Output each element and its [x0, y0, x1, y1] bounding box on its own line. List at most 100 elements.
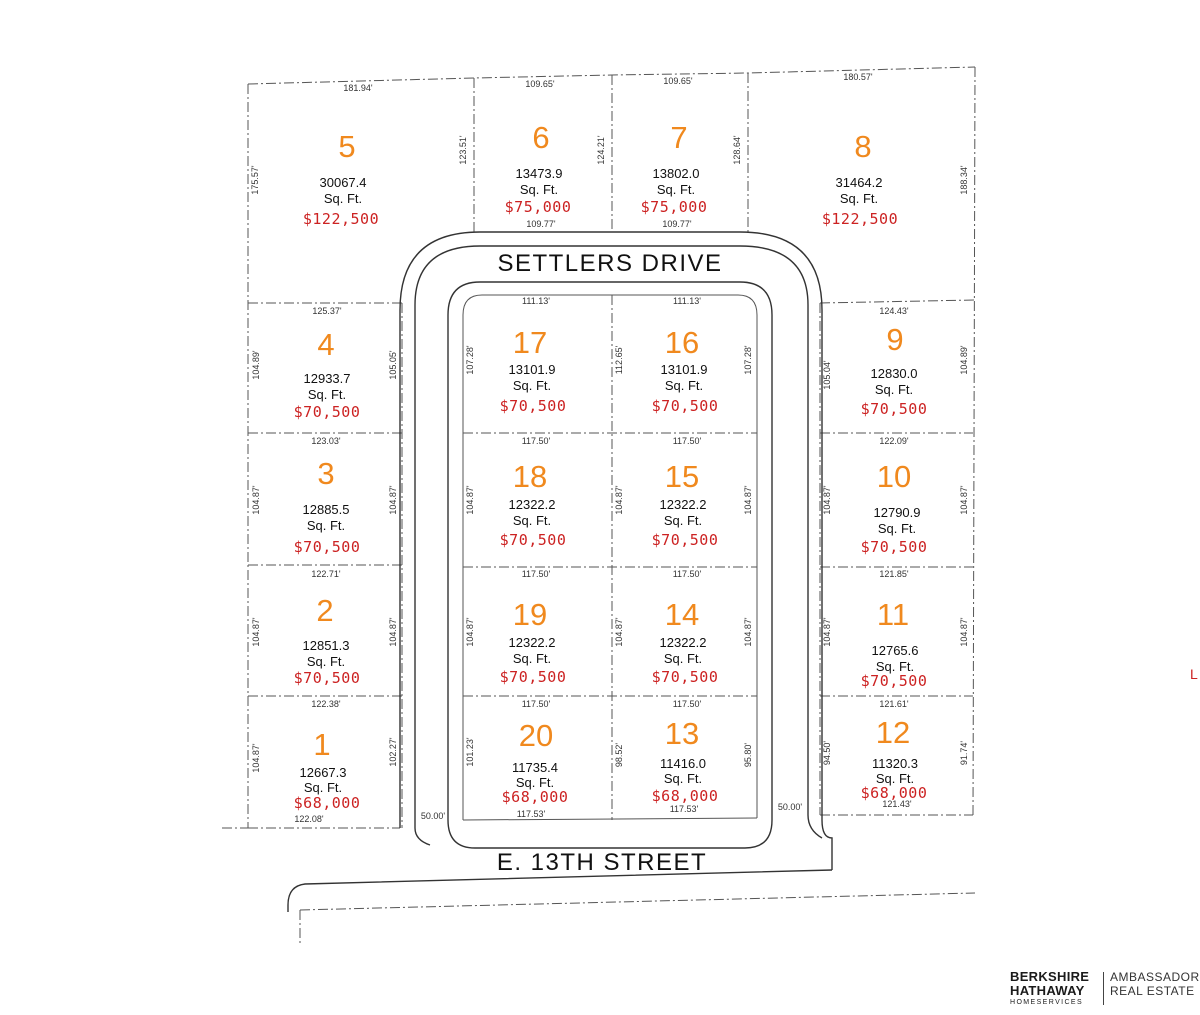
dimension-label: 180.57': [843, 72, 873, 82]
dimension-label: 117.50': [522, 436, 551, 446]
lot-area: 11735.4: [512, 760, 558, 775]
lot-8[interactable]: 8 31464.2 Sq. Ft. $122,500: [822, 129, 898, 228]
dimension-label: 121.43': [882, 799, 912, 809]
lot-17[interactable]: 17 13101.9 Sq. Ft. $70,500: [500, 325, 567, 415]
dimension-label: 104.87': [614, 617, 624, 647]
dimension-label: 104.89': [959, 345, 969, 375]
lot-area: 12667.3: [300, 765, 347, 780]
dimension-label: 94.50': [822, 741, 832, 766]
lot-price: $68,000: [652, 787, 719, 805]
lot-price: $75,000: [641, 198, 708, 216]
lot-area: 12851.3: [303, 638, 350, 653]
lot-price: $70,500: [294, 538, 361, 556]
dimension-label: 104.87': [251, 485, 261, 515]
logo-ambassador: AMBASSADOR REAL ESTATE: [1110, 970, 1200, 998]
dimension-label: 104.87': [822, 617, 832, 647]
dimension-label: 111.13': [522, 296, 550, 306]
lot-area: 12830.0: [871, 366, 918, 381]
lot-price: $68,000: [502, 788, 569, 806]
lot-price: $70,500: [652, 668, 719, 686]
dimension-label: 125.37': [312, 306, 342, 316]
dimension-label: 101.23': [465, 737, 475, 767]
lot-area-unit: Sq. Ft.: [307, 518, 345, 533]
lot-number: 17: [513, 325, 547, 360]
lot-16[interactable]: 16 13101.9 Sq. Ft. $70,500: [652, 325, 719, 415]
dimension-label: 104.87': [614, 485, 624, 515]
lot-area: 12322.2: [509, 497, 556, 512]
lot-area-unit: Sq. Ft.: [324, 191, 362, 206]
dimension-labels: 181.94' 109.65' 109.65' 180.57' 175.57' …: [250, 72, 969, 824]
dimension-label: 181.94': [343, 83, 373, 93]
lot-area: 12790.9: [874, 505, 921, 520]
dimension-label: 112.65': [614, 345, 624, 374]
dimension-label: 122.09': [879, 436, 909, 446]
lot-5[interactable]: 5 30067.4 Sq. Ft. $122,500: [303, 129, 379, 228]
lot-area-unit: Sq. Ft.: [664, 771, 702, 786]
lot-area: 30067.4: [320, 175, 367, 190]
lot-area: 12322.2: [660, 635, 707, 650]
lot-lines: [222, 66, 976, 945]
lot-number: 9: [886, 322, 903, 357]
lot-number: 15: [665, 459, 699, 494]
lot-9[interactable]: 9 12830.0 Sq. Ft. $70,500: [861, 322, 928, 418]
lot-3[interactable]: 3 12885.5 Sq. Ft. $70,500: [294, 456, 361, 556]
lot-area-unit: Sq. Ft.: [875, 382, 913, 397]
lot-7[interactable]: 7 13802.0 Sq. Ft. $75,000: [641, 120, 708, 216]
lot-area-unit: Sq. Ft.: [657, 182, 695, 197]
lot-area-unit: Sq. Ft.: [665, 378, 703, 393]
lot-2[interactable]: 2 12851.3 Sq. Ft. $70,500: [294, 593, 361, 687]
dimension-label: 105.04': [822, 360, 832, 390]
brokerage-logo: BERKSHIRE HATHAWAY HOMESERVICES AMBASSAD…: [1010, 970, 1200, 1015]
lot-6[interactable]: 6 13473.9 Sq. Ft. $75,000: [505, 120, 572, 216]
dimension-label: 105.05': [388, 350, 398, 380]
lot-number: 10: [877, 459, 911, 494]
lot-price: $75,000: [505, 198, 572, 216]
logo-line-1: BERKSHIRE: [1010, 969, 1090, 984]
logo-right-line-2: REAL ESTATE: [1110, 984, 1195, 998]
lot-11[interactable]: 11 12765.6 Sq. Ft. $70,500: [861, 597, 928, 690]
dimension-label: 104.87': [465, 617, 475, 647]
lot-area: 13473.9: [516, 166, 563, 181]
lot-price: $70,500: [861, 400, 928, 418]
dimension-label: 117.50': [522, 569, 551, 579]
lot-number: 6: [532, 120, 549, 155]
lot-number: 19: [513, 597, 547, 632]
lot-area-unit: Sq. Ft.: [520, 182, 558, 197]
lot-19[interactable]: 19 12322.2 Sq. Ft. $70,500: [500, 597, 567, 686]
lot-18[interactable]: 18 12322.2 Sq. Ft. $70,500: [500, 459, 567, 549]
lot-4[interactable]: 4 12933.7 Sq. Ft. $70,500: [294, 327, 361, 421]
lot-number: 1: [313, 727, 330, 762]
lot-price: $122,500: [303, 210, 379, 228]
lot-area-unit: Sq. Ft.: [304, 780, 342, 795]
lot-area: 12322.2: [660, 497, 707, 512]
dimension-label: 98.52': [614, 743, 624, 768]
lot-price: $70,500: [500, 397, 567, 415]
lot-12[interactable]: 12 11320.3 Sq. Ft. $68,000: [861, 715, 928, 802]
lot-price: $70,500: [861, 538, 928, 556]
lot-20[interactable]: 20 11735.4 Sq. Ft. $68,000: [502, 718, 569, 806]
lot-price: $70,500: [652, 531, 719, 549]
edge-mark: L: [1190, 666, 1198, 682]
lot-price: $70,500: [294, 669, 361, 687]
logo-line-2: HATHAWAY: [1010, 983, 1085, 998]
lot-1[interactable]: 1 12667.3 Sq. Ft. $68,000: [294, 727, 361, 812]
dimension-label: 117.50': [673, 699, 702, 709]
dimension-label: 104.87': [388, 617, 398, 647]
lot-15[interactable]: 15 12322.2 Sq. Ft. $70,500: [652, 459, 719, 549]
lot-10[interactable]: 10 12790.9 Sq. Ft. $70,500: [861, 459, 928, 556]
lot-area: 12933.7: [304, 371, 351, 386]
lot-area-unit: Sq. Ft.: [878, 521, 916, 536]
dimension-label: 122.08': [294, 814, 324, 824]
lot-area: 13101.9: [509, 362, 556, 377]
street-name-settlers-drive: SETTLERS DRIVE: [497, 250, 722, 277]
dimension-label: 175.57': [250, 165, 260, 195]
dimension-label: 91.74': [959, 741, 969, 766]
lot-price: $122,500: [822, 210, 898, 228]
lot-14[interactable]: 14 12322.2 Sq. Ft. $70,500: [652, 597, 719, 686]
lot-13[interactable]: 13 11416.0 Sq. Ft. $68,000: [652, 716, 719, 805]
lot-price: $70,500: [652, 397, 719, 415]
lot-area: 12885.5: [303, 502, 350, 517]
lot-price: $70,500: [500, 531, 567, 549]
lot-number: 16: [665, 325, 699, 360]
lot-area-unit: Sq. Ft.: [513, 651, 551, 666]
